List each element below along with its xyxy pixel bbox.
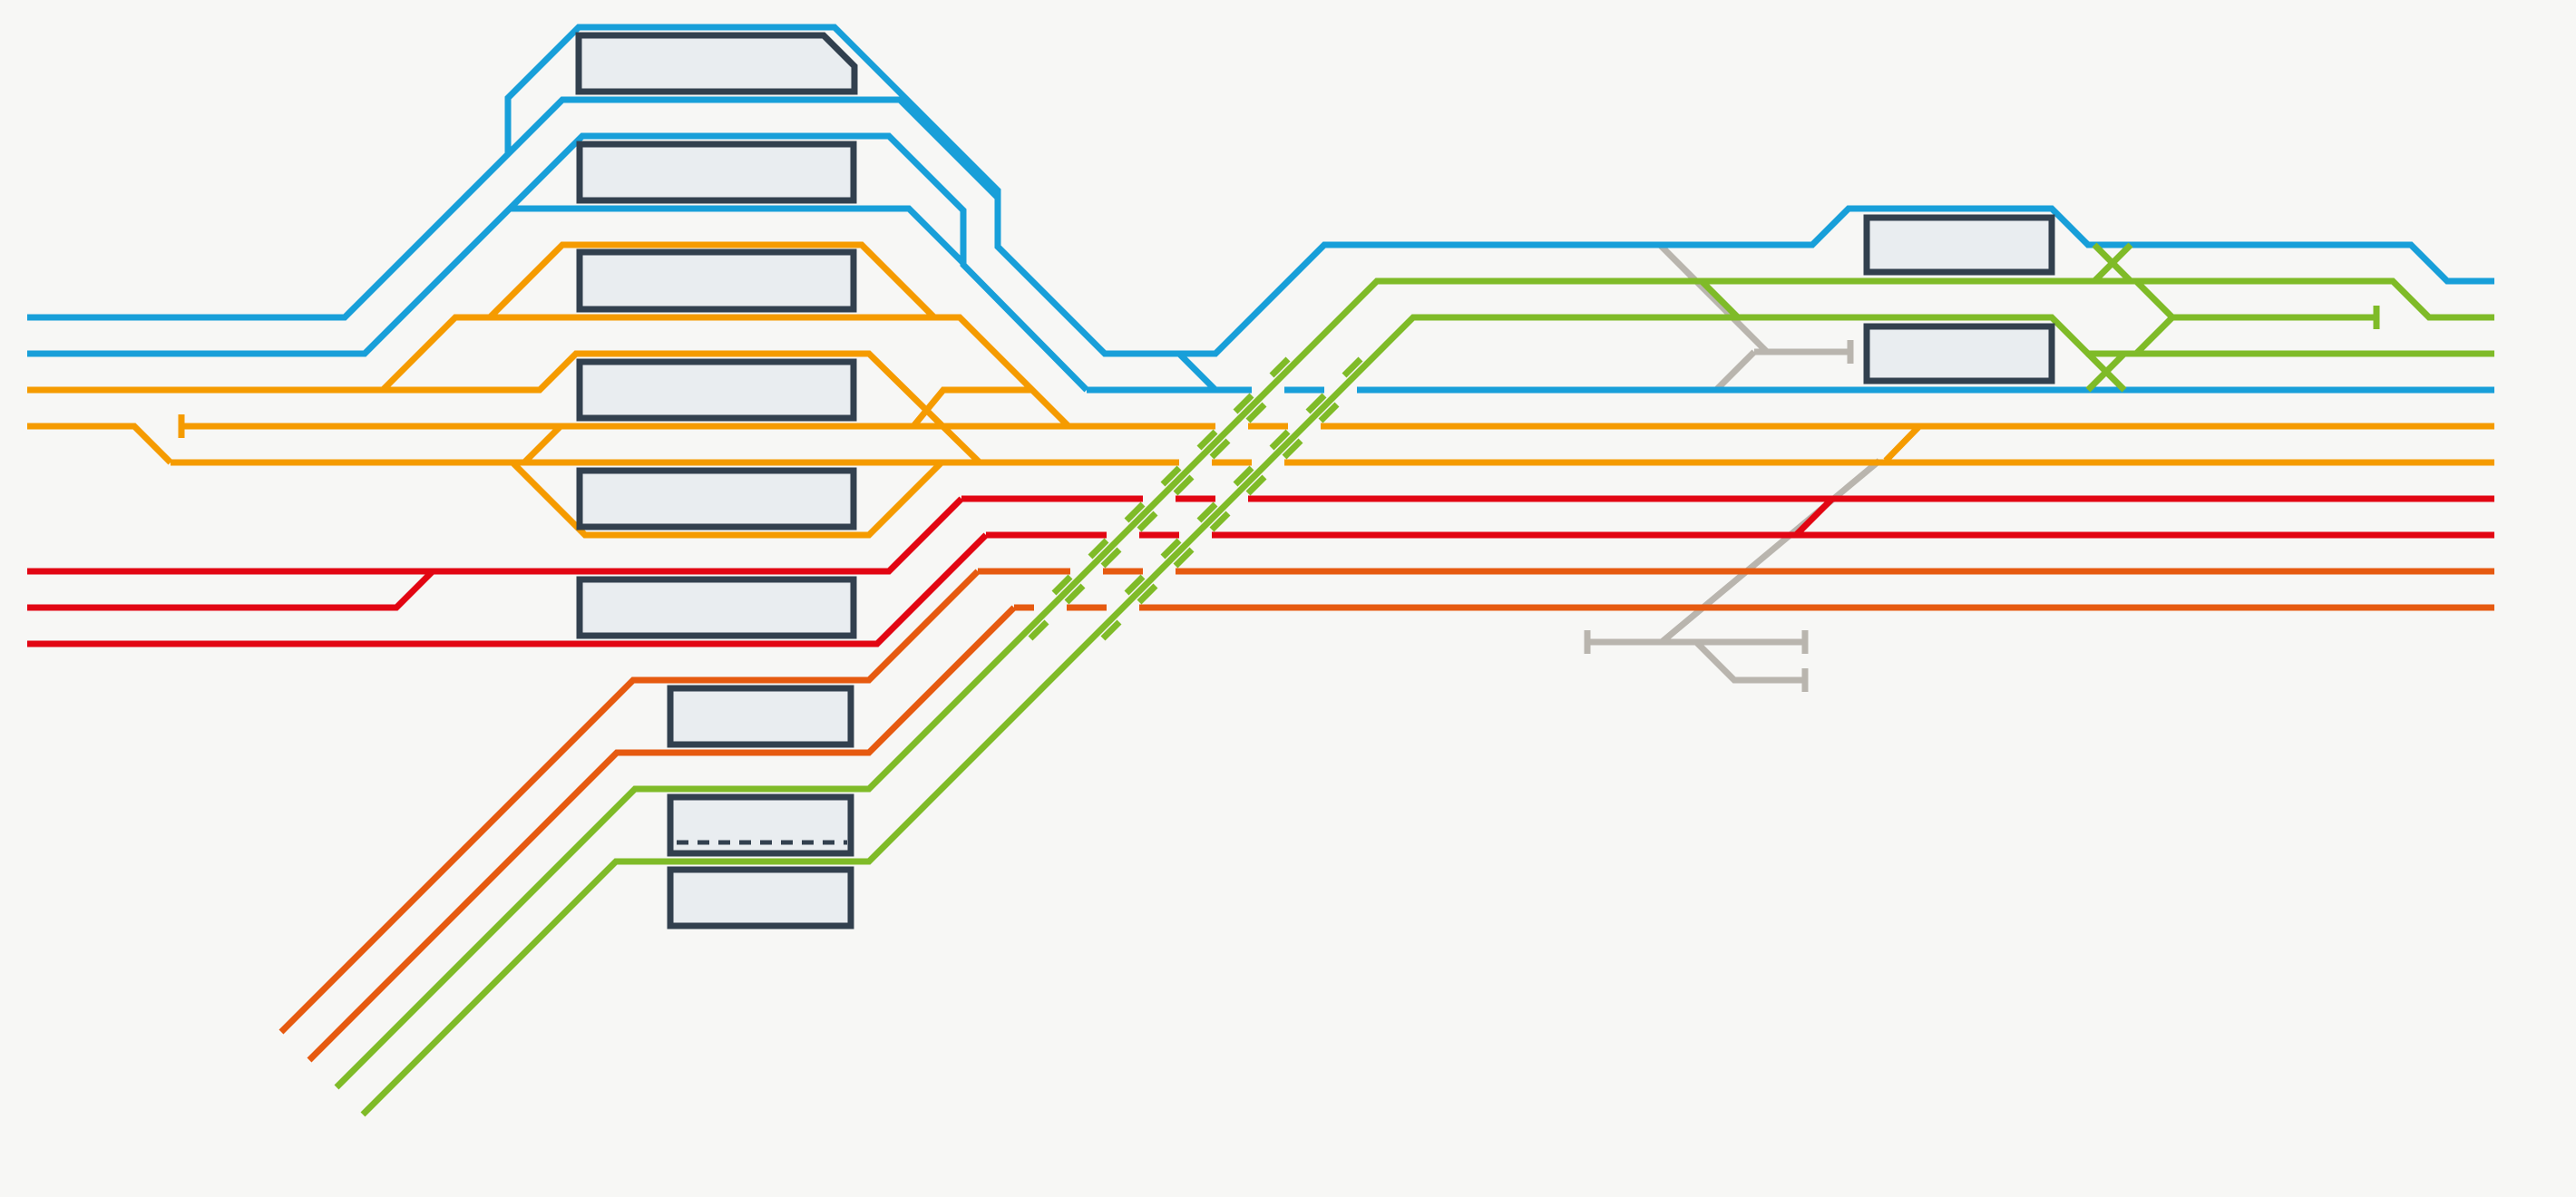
bridge-tick-icon xyxy=(1160,538,1182,560)
track-green-x-upper-b xyxy=(2092,242,2133,284)
track-vermilion-line-2 xyxy=(307,605,1017,1063)
bridge-tick-icon xyxy=(1305,393,1327,414)
bridge-tick-icon xyxy=(1100,547,1122,569)
track-gray-siding-lower xyxy=(1693,639,1805,684)
track-amber-west-lower xyxy=(27,423,173,465)
bridge-tick-icon xyxy=(1318,402,1340,423)
track-gray-stub-ramp xyxy=(1713,349,1757,393)
platform-6 xyxy=(576,576,857,639)
bridge-tick-icon xyxy=(1342,356,1363,378)
bridge-tick-icon xyxy=(1137,583,1158,605)
bridge-tick-icon xyxy=(1269,429,1291,451)
track-amber-link-510-470 xyxy=(522,423,563,465)
platform-1 xyxy=(575,32,858,95)
track-amber-p3-loop xyxy=(487,241,937,320)
bridge-tick-icon xyxy=(1124,501,1146,523)
platform-2 xyxy=(576,141,857,204)
bridge-tick-icon xyxy=(1051,574,1073,596)
track-amber-connector-430 xyxy=(911,386,1032,429)
platform-4 xyxy=(576,358,857,422)
bridge-tick-icon xyxy=(1245,402,1267,423)
track-amber-under-p3 xyxy=(380,314,1071,429)
track-gray-long-diag xyxy=(1659,458,1882,645)
track-blue-link-390-430 xyxy=(1176,351,1218,393)
platform-east-1 xyxy=(1863,214,2055,276)
bridge-tick-icon xyxy=(1028,619,1049,641)
platform-8 xyxy=(667,793,854,857)
track-amber-main-upper xyxy=(27,350,982,465)
track-red-crossover-east xyxy=(1793,496,1835,538)
bridge-tick-icon xyxy=(1245,474,1267,496)
bridge-tick-icon xyxy=(1088,538,1109,560)
track-amber-under-p5 xyxy=(510,460,944,539)
track-blue-p1-loop-main xyxy=(504,24,2494,357)
track-green-line-1 xyxy=(334,277,2494,1090)
platform-east-2 xyxy=(1863,323,2055,384)
track-green-station-crossover xyxy=(1699,278,1741,320)
platform-9 xyxy=(667,866,854,929)
platform-7 xyxy=(667,685,854,748)
track-green-branch-upper xyxy=(2133,278,2175,320)
bridge-tick-icon xyxy=(1196,501,1218,523)
bridge-tick-icon xyxy=(1137,511,1158,532)
bridge-tick-icon xyxy=(1209,438,1231,460)
track-red-main-3 xyxy=(27,532,989,647)
bridge-tick-icon xyxy=(1100,619,1122,641)
track-green-x-lower-b xyxy=(2085,351,2127,393)
track-green-branch-lower xyxy=(2133,315,2175,356)
bridge-tick-icon xyxy=(1173,474,1195,496)
track-blue-west-lower xyxy=(27,132,1089,393)
bridge-tick-icon xyxy=(1209,511,1231,532)
track-blue-west-upper xyxy=(27,96,1000,321)
bridge-tick-icon xyxy=(1233,393,1254,414)
bridge-tick-icon xyxy=(1196,429,1218,451)
bridge-tick-icon xyxy=(1173,547,1195,569)
platform-5 xyxy=(576,467,857,530)
track-red-west-2 xyxy=(27,569,435,611)
bridge-tick-icon xyxy=(1064,583,1086,605)
bridge-tick-icon xyxy=(1269,356,1291,378)
bridge-tick-icon xyxy=(1282,438,1303,460)
track-blue-under-p2 xyxy=(510,205,966,266)
track-gray-stub-diag xyxy=(1657,242,1770,355)
platform-3 xyxy=(576,248,857,313)
bridge-tick-icon xyxy=(1233,465,1254,487)
bridge-tick-icon xyxy=(1124,574,1146,596)
track-amber-crossover-east xyxy=(1883,423,1922,463)
track-vermilion-line-1 xyxy=(278,569,981,1035)
track-red-main-1 xyxy=(27,496,964,575)
bridge-tick-icon xyxy=(1160,465,1182,487)
